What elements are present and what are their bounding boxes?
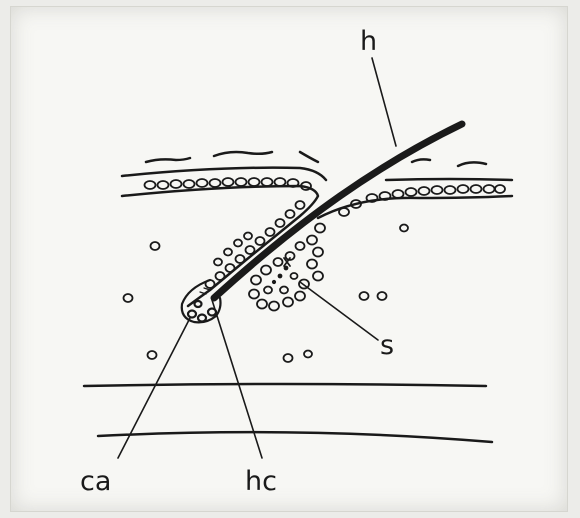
dermis-lines (84, 384, 492, 442)
hair-shaft (214, 124, 462, 298)
leader-ca (118, 318, 190, 458)
surface-marks (146, 152, 486, 166)
label-ca: ca (80, 466, 111, 497)
leader-h (372, 58, 396, 146)
epidermis (122, 168, 512, 306)
label-h: h (360, 26, 377, 57)
label-hc: hc (245, 466, 277, 497)
leader-hc (212, 300, 262, 458)
label-s: s (380, 330, 394, 361)
leader-s (300, 282, 378, 340)
